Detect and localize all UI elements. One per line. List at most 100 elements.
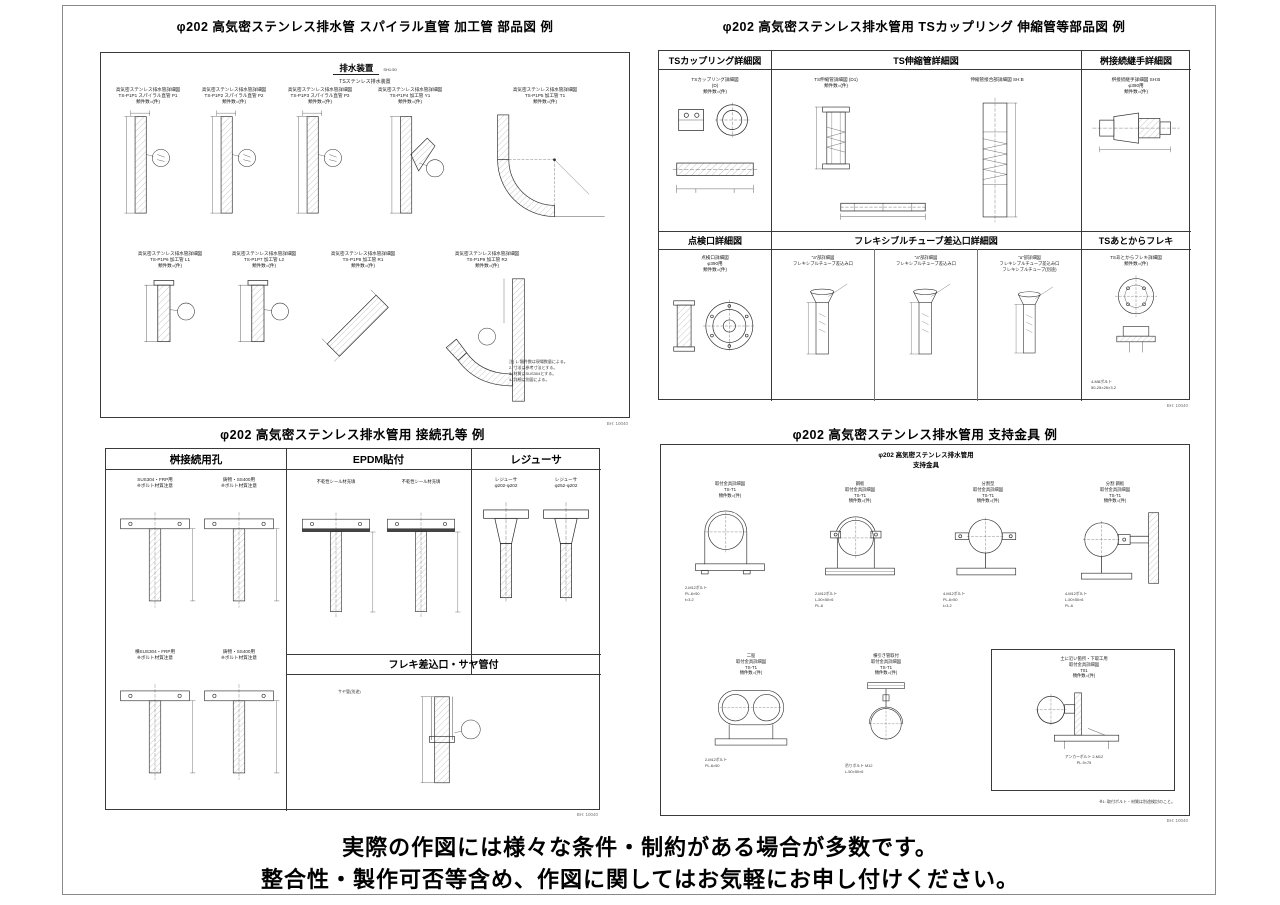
drawing-subtitle: TSステンレス排水装置 bbox=[339, 79, 391, 85]
split-bracket-drawing bbox=[929, 506, 1047, 590]
figure-label: レジューサ φ252-φ202 bbox=[554, 477, 578, 489]
figure-label: 高気密ステンレス排水管詳細図 TS-P1P9 加工管 R2 類件数=(件) bbox=[454, 251, 520, 269]
table-divider bbox=[977, 249, 978, 401]
figure-group bbox=[961, 95, 1029, 225]
column-header: EPDM貼付 bbox=[352, 454, 405, 466]
reducer-drawing bbox=[478, 491, 534, 611]
elbow-pipe-drawing bbox=[467, 108, 623, 220]
figure-group: TSカップリング詳細図 (D) 類件数=(件) bbox=[665, 77, 765, 208]
figure-group: 土に近い箇所・下取工用 取付金具詳細図 T01 類件数=(件) アンカーボルト … bbox=[998, 656, 1170, 767]
figure-group: 不乾性シール材充填 bbox=[296, 479, 376, 637]
sheet-number: BH: 10040 bbox=[1166, 403, 1188, 408]
drawing-title: 排水装置 bbox=[333, 63, 380, 75]
straight-pipe-drawing bbox=[107, 108, 189, 220]
figure-label: "a"部詳細図 フレキシブルチューブ差込み口 bbox=[793, 255, 853, 266]
figure-group: 高気密ステンレス排水管詳細図 TS-P1P3 スパイラル直管 P3 類件数=(件… bbox=[279, 87, 361, 220]
figure-label: "a"部詳細図 フレキシブルチューブ差込み口 フレキシブルチューブ(別途) bbox=[999, 255, 1060, 272]
straight-pipe-drawing bbox=[193, 108, 275, 220]
figure-group: 鋼板 取付金具詳細図 TS-T1 類件数=(件) 2-M12ボルト L-50×5… bbox=[801, 481, 919, 609]
figure-group: 高気密ステンレス排水管詳細図 TS-P1P5 加工管 T1 類件数=(件) bbox=[467, 87, 623, 220]
figure-group: TSあとからフレキ詳細図 類件数=(件) bbox=[1083, 255, 1189, 365]
sheet-border bbox=[62, 5, 1216, 895]
hanger-bracket-drawing bbox=[831, 678, 941, 762]
figure-specs: 吊りボルト M12 L-50×50×6 bbox=[845, 764, 873, 774]
figure-group: 横引き管取付 取付金具詳細図 TS-T1 類件数=(件) 吊りボルト M12 L… bbox=[831, 653, 941, 776]
figure-label: TS伸縮管詳細図 (D1) 類件数=(件) bbox=[814, 77, 858, 89]
figure-label: TSあとからフレキ詳細図 類件数=(件) bbox=[1110, 255, 1162, 267]
short-pipe-drawing bbox=[221, 272, 307, 352]
figure-group bbox=[805, 97, 867, 189]
figure-group: 鋳物・SS400用 ※ボルト材質注意 bbox=[198, 477, 280, 619]
coupling-drawing bbox=[665, 98, 765, 208]
figure-label: 高気密ステンレス排水管詳細図 TS-P1P1 スパイラル直管 P1 類件数=(件… bbox=[115, 87, 181, 105]
table-divider bbox=[286, 449, 287, 811]
figure-label: 分割 鋼板 取付金具詳細図 TS-T1 類件数=(件) bbox=[1099, 481, 1131, 504]
expansion-joint-drawing bbox=[805, 97, 867, 189]
column-header: 点検口詳細図 bbox=[687, 236, 742, 246]
figure-label: "a"部詳細図 フレキシブルチューブ差込み口 bbox=[896, 255, 956, 266]
figure-group: 高気密ステンレス排水管詳細図 TS-P1P1 スパイラル直管 P1 類件数=(件… bbox=[107, 87, 189, 220]
short-pipe-drawing bbox=[127, 272, 213, 352]
figure-group: 点検口詳細図 φ390用 類件数=(件) bbox=[665, 255, 765, 376]
figure-label: 高気密ステンレス排水管詳細図 TS-P1P4 加工管 Y1 類件数=(件) bbox=[377, 87, 443, 105]
drawing-note: ※1: 取付ボルト・材質は別途検討のこと。 bbox=[1099, 799, 1175, 804]
figure-group: 不乾性シール材充填 bbox=[381, 479, 461, 637]
double-pipe-bracket-drawing bbox=[691, 678, 811, 756]
figure-label: 鋳物・SS400用 ※ボルト材質注意 bbox=[220, 649, 257, 661]
figure-label: 高気密ステンレス排水管詳細図 TS-P1P3 スパイラル直管 P3 類件数=(件… bbox=[287, 87, 353, 105]
steel-band-bracket-drawing bbox=[801, 506, 919, 590]
figure-label: TSカップリング詳細図 (D) 類件数=(件) bbox=[691, 77, 739, 95]
figure-specs: アンカーボルト 2-M12 PL-9×75 bbox=[1064, 755, 1104, 765]
column-header: フレキシブルチューブ差込口詳細図 bbox=[854, 236, 998, 246]
figure-label: 鋼板 取付金具詳細図 TS-T1 類件数=(件) bbox=[844, 481, 876, 504]
table-divider bbox=[1081, 51, 1082, 401]
table-divider bbox=[286, 654, 601, 655]
column-header: TS伸縮管詳細図 bbox=[893, 56, 959, 66]
figure-group: 分割型 取付金具詳細図 TS-T1 類件数=(件) 4-M12ボルト PL-6×… bbox=[929, 481, 1047, 609]
top-right-table: TSカップリング詳細図 TS伸縮管詳細図 桝接続継手詳細図 点検口詳細図 フレキ… bbox=[658, 50, 1191, 401]
figure-group: 鋳物・SS400用 ※ボルト材質注意 bbox=[198, 649, 280, 791]
table-divider bbox=[471, 449, 472, 674]
panel-title-bottom-left: φ202 高気密ステンレス排水管用 接続孔等 例 bbox=[220, 428, 485, 442]
figure-group: 高気密ステンレス排水管詳細図 TS-P1P7 加工管 L2 類件数=(件) bbox=[221, 251, 307, 352]
wall-mount-bracket-drawing bbox=[1051, 506, 1179, 590]
figure-label: 桝接続継手詳細図 SH:B φ390用 類件数=(件) bbox=[1111, 77, 1161, 95]
figure-specs: 2-M12ボルト L-50×50×6 PL-6 bbox=[815, 592, 838, 608]
figure-group: 横SUS304・FRP用 ※ボルト材質注意 bbox=[114, 649, 196, 791]
sleeve-pipe-drawing bbox=[402, 684, 488, 799]
figure-label: 分割型 取付金具詳細図 TS-T1 類件数=(件) bbox=[972, 481, 1004, 504]
figure-sublabel: 4-M8ボルト 50-25×25×3.2 bbox=[1091, 379, 1116, 390]
inspection-port-drawing bbox=[665, 276, 765, 376]
joint-fitting-drawing bbox=[1085, 98, 1187, 160]
table-divider bbox=[659, 249, 1191, 250]
section-bar-drawing bbox=[835, 197, 931, 223]
figure-group bbox=[402, 684, 488, 799]
column-header: TSあとからフレキ bbox=[1098, 236, 1174, 246]
floor-bracket-drawing bbox=[1014, 681, 1154, 753]
figure-label: 高気密ステンレス排水管詳細図 TS-P1P7 加工管 L2 類件数=(件) bbox=[231, 251, 297, 269]
figure-label: 点検口詳細図 φ390用 類件数=(件) bbox=[701, 255, 729, 273]
connection-hole-drawing bbox=[114, 663, 196, 791]
floor-bracket-box: 土に近い箇所・下取工用 取付金具詳細図 T01 類件数=(件) アンカーボルト … bbox=[991, 649, 1175, 791]
straight-pipe-drawing bbox=[279, 108, 361, 220]
column-header: 桝接続用孔 bbox=[169, 454, 223, 466]
sheet-number: BH: 10040 bbox=[606, 421, 628, 426]
figure-specs: 2-M12ボルト PL-6×50 t=3.2 bbox=[685, 586, 708, 602]
figure-group: "a"部詳細図 フレキシブルチューブ差込み口 bbox=[878, 255, 974, 369]
retrofit-flex-drawing bbox=[1093, 269, 1179, 365]
figure-group: 高気密ステンレス排水管詳細図 TS-P1P6 加工管 L1 類件数=(件) bbox=[127, 251, 213, 352]
figure-group: SUS304・FRP用 ※ボルト材質注意 bbox=[114, 477, 196, 619]
figure-specs: 4-M12ボルト PL-6×50 t=3.2 bbox=[943, 592, 966, 608]
band-header: フレキ差込口・サヤ管付 bbox=[388, 660, 499, 671]
table-divider bbox=[659, 231, 1191, 232]
figure-label: SUS304・FRP用 ※ボルト材質注意 bbox=[136, 477, 173, 489]
footer-message-line2: 整合性・製作可否等含め、作図に関してはお気軽にお申し付けください。 bbox=[261, 867, 1019, 892]
figure-group: レジューサ φ252-φ202 bbox=[538, 477, 594, 611]
u-bolt-bracket-drawing bbox=[671, 500, 789, 584]
angled-pipe-drawing bbox=[315, 272, 411, 368]
branch-pipe-drawing bbox=[363, 108, 457, 220]
figure-group: TS伸縮管詳細図 (D1) 類件数=(件) bbox=[781, 77, 891, 91]
flex-inlet-drawing bbox=[891, 269, 961, 369]
